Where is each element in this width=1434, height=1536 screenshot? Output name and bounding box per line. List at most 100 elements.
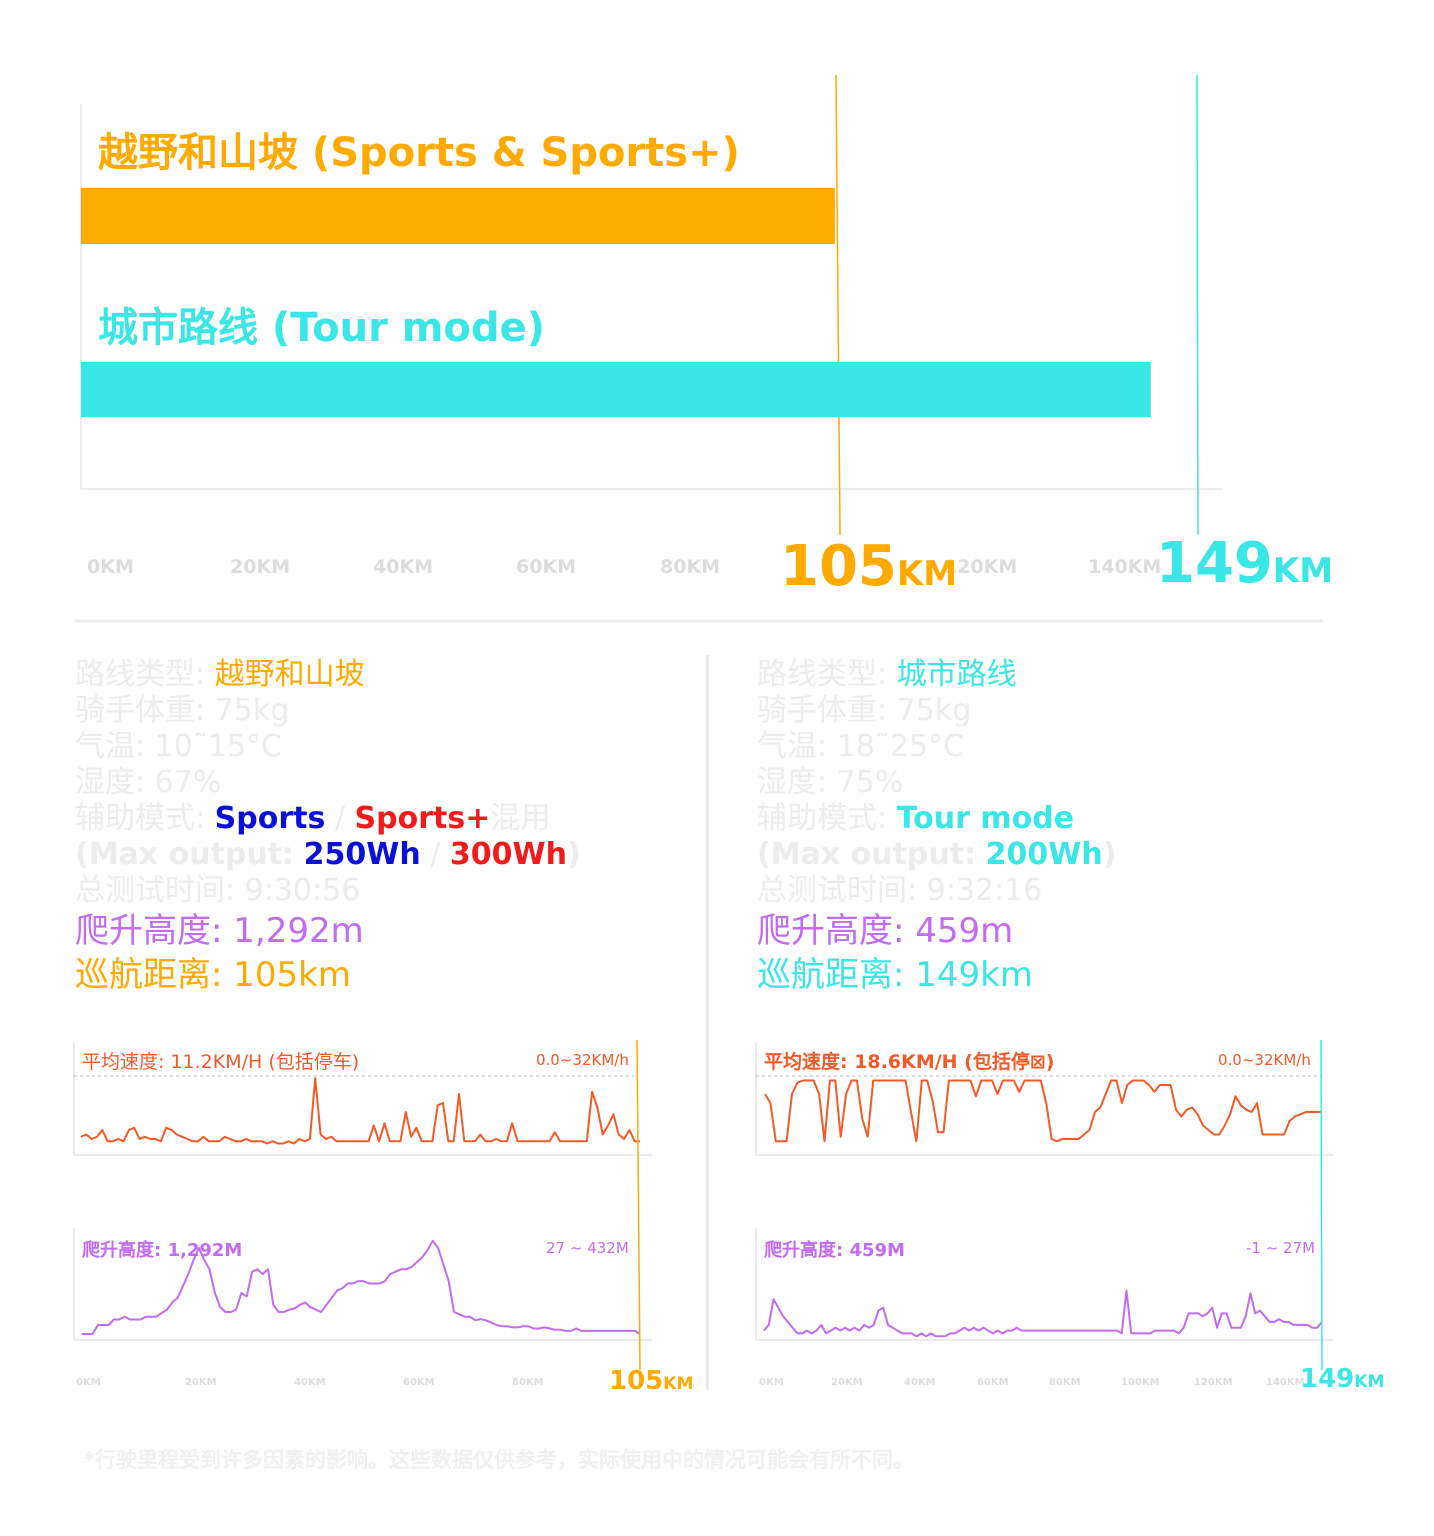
right-speed-title: 平均速度: 18.6KM/H (包括停⊠) [764,1051,1055,1073]
right-mini-tick: 120KM [1194,1377,1233,1388]
left-end-num: 105 [609,1366,664,1396]
right-climb-range: -1 ~ 27M [1246,1239,1316,1257]
bar-title-city: 城市路线 (Tour mode) [98,305,545,351]
left-info-panel: 路线类型: 越野和山坡 骑手体重: 75kg 气温: 10˜15°C 湿度: 6… [75,657,581,997]
left-mini-tick: 80KM [512,1377,544,1388]
right-speed-series [764,1079,1322,1143]
left-temp-label: 气温: [75,729,146,764]
left-max-prefix: (Max output: [75,837,295,872]
right-weight-value: 75kg [896,693,972,728]
left-weight-row: 骑手体重: 75kg [75,693,581,729]
left-temp-row: 气温: 10˜15°C [75,729,581,765]
right-humidity-value: 75% [836,765,904,800]
left-mini-tick: 0KM [76,1377,101,1388]
left-max-a: 250Wh [303,837,421,872]
city-distance-num: 149 [1156,531,1273,596]
right-speed-line [764,1079,1322,1143]
right-assist-a: Tour mode [896,801,1075,836]
left-humidity-row: 湿度: 67% [75,765,581,801]
left-assist-a: Sports [214,801,326,836]
left-max-suffix: ) [567,837,581,872]
top-tick-60: 60KM [516,556,577,578]
right-mini-tick: 40KM [904,1377,936,1388]
right-climb-line [763,1289,1323,1338]
right-temp-label: 气温: [757,729,828,764]
left-mini-tick: 40KM [294,1377,326,1388]
right-time-row: 总测试时间: 9:32:16 [757,873,1043,908]
left-end-unit: KM [663,1374,694,1394]
city-marker-line [1196,74,1199,536]
left-climb-line [82,1239,641,1335]
right-assist-row: 辅助模式: Tour mode [757,801,1116,837]
top-tick-20: 20KM [230,556,291,578]
right-climb-total: 爬升高度: 459m [757,911,1014,951]
right-max-row: (Max output: 200Wh) [757,837,1116,873]
left-max-sep: / [430,837,441,872]
footer-disclaimer: *行驶里程受到许多因素的影响。这些数据仅供参考，实际使用中的情况可能会有所不同。 [84,1448,914,1472]
right-mini-tick: 60KM [977,1377,1009,1388]
left-mini-tick: 20KM [185,1377,217,1388]
top-tick-120: 120KM [944,556,1018,578]
left-assist-sep: / [334,801,345,836]
right-route-label: 路线类型: [757,657,888,692]
right-humidity-row: 湿度: 75% [757,765,1116,801]
left-humidity-value: 67% [154,765,222,800]
right-temp-row: 气温: 18˜25°C [757,729,1116,765]
right-end-distance: 149KM [1300,1364,1384,1394]
left-assist-row: 辅助模式: Sports / Sports+混用 [75,801,581,837]
right-route-value: 城市路线 [896,657,1017,692]
right-speed-range: 0.0~32KM/h [1218,1051,1311,1069]
left-assist-label: 辅助模式: [75,801,206,836]
top-tick-40: 40KM [373,556,434,578]
offroad-distance-num: 105 [780,534,897,599]
left-weight-value: 75kg [214,693,290,728]
right-mini-tick: 80KM [1049,1377,1081,1388]
left-climb-total: 爬升高度: 1,292m [75,911,364,951]
left-assist-suffix: 混用 [490,801,551,836]
top-tick-140: 140KM [1088,556,1162,578]
left-speed-title: 平均速度: 11.2KM/H (包括停车) [82,1051,360,1073]
city-distance-unit: KM [1272,551,1334,591]
left-route-value: 越野和山坡 [214,657,365,692]
offroad-distance-label: 105KM [780,534,957,599]
left-climb-range: 27 ~ 432M [546,1239,629,1257]
left-speed-series [80,1077,640,1145]
left-time-row: 总测试时间: 9:30:56 [75,873,361,908]
right-distance-total: 巡航距离: 149km [757,955,1033,995]
right-max-prefix: (Max output: [757,837,977,872]
left-assist-b: Sports+ [354,801,491,836]
right-mini-tick: 0KM [759,1377,784,1388]
right-max-suffix: ) [1102,837,1117,872]
left-weight-label: 骑手体重: [75,693,206,728]
left-mini-tick: 60KM [403,1377,435,1388]
right-weight-row: 骑手体重: 75kg [757,693,1116,729]
right-mini-tick: 20KM [831,1377,863,1388]
right-max-a: 200Wh [985,837,1103,872]
right-assist-label: 辅助模式: [757,801,888,836]
left-distance-total: 巡航距离: 105km [75,955,351,995]
right-humidity-label: 湿度: [757,765,828,800]
offroad-distance-unit: KM [896,554,958,594]
right-end-marker-line [1320,1039,1323,1371]
right-climb-title: 爬升高度: 459M [764,1240,905,1261]
right-end-unit: KM [1354,1372,1385,1392]
panel-divider [706,655,709,1390]
top-tick-0: 0KM [87,556,134,578]
right-info-panel: 路线类型: 城市路线 骑手体重: 75kg 气温: 18˜25°C 湿度: 75… [757,657,1116,997]
offroad-marker-line [835,74,841,536]
left-end-marker-line [636,1039,641,1371]
right-temp-value: 18˜25°C [836,729,964,764]
left-speed-line [80,1077,640,1145]
top-tick-80: 80KM [660,556,721,578]
left-speed-range: 0.0~32KM/h [536,1051,629,1069]
left-end-distance: 105KM [609,1366,693,1396]
left-route-row: 路线类型: 越野和山坡 [75,657,581,693]
bar-title-offroad: 越野和山坡 (Sports & Sports+) [98,130,740,176]
bar-city [81,362,1151,417]
left-max-b: 300Wh [449,837,567,872]
left-humidity-label: 湿度: [75,765,146,800]
right-climb-series [763,1289,1323,1338]
left-climb-title: 爬升高度: 1,292M [82,1240,243,1261]
top-bar-chart [75,74,1323,623]
right-route-row: 路线类型: 城市路线 [757,657,1116,693]
